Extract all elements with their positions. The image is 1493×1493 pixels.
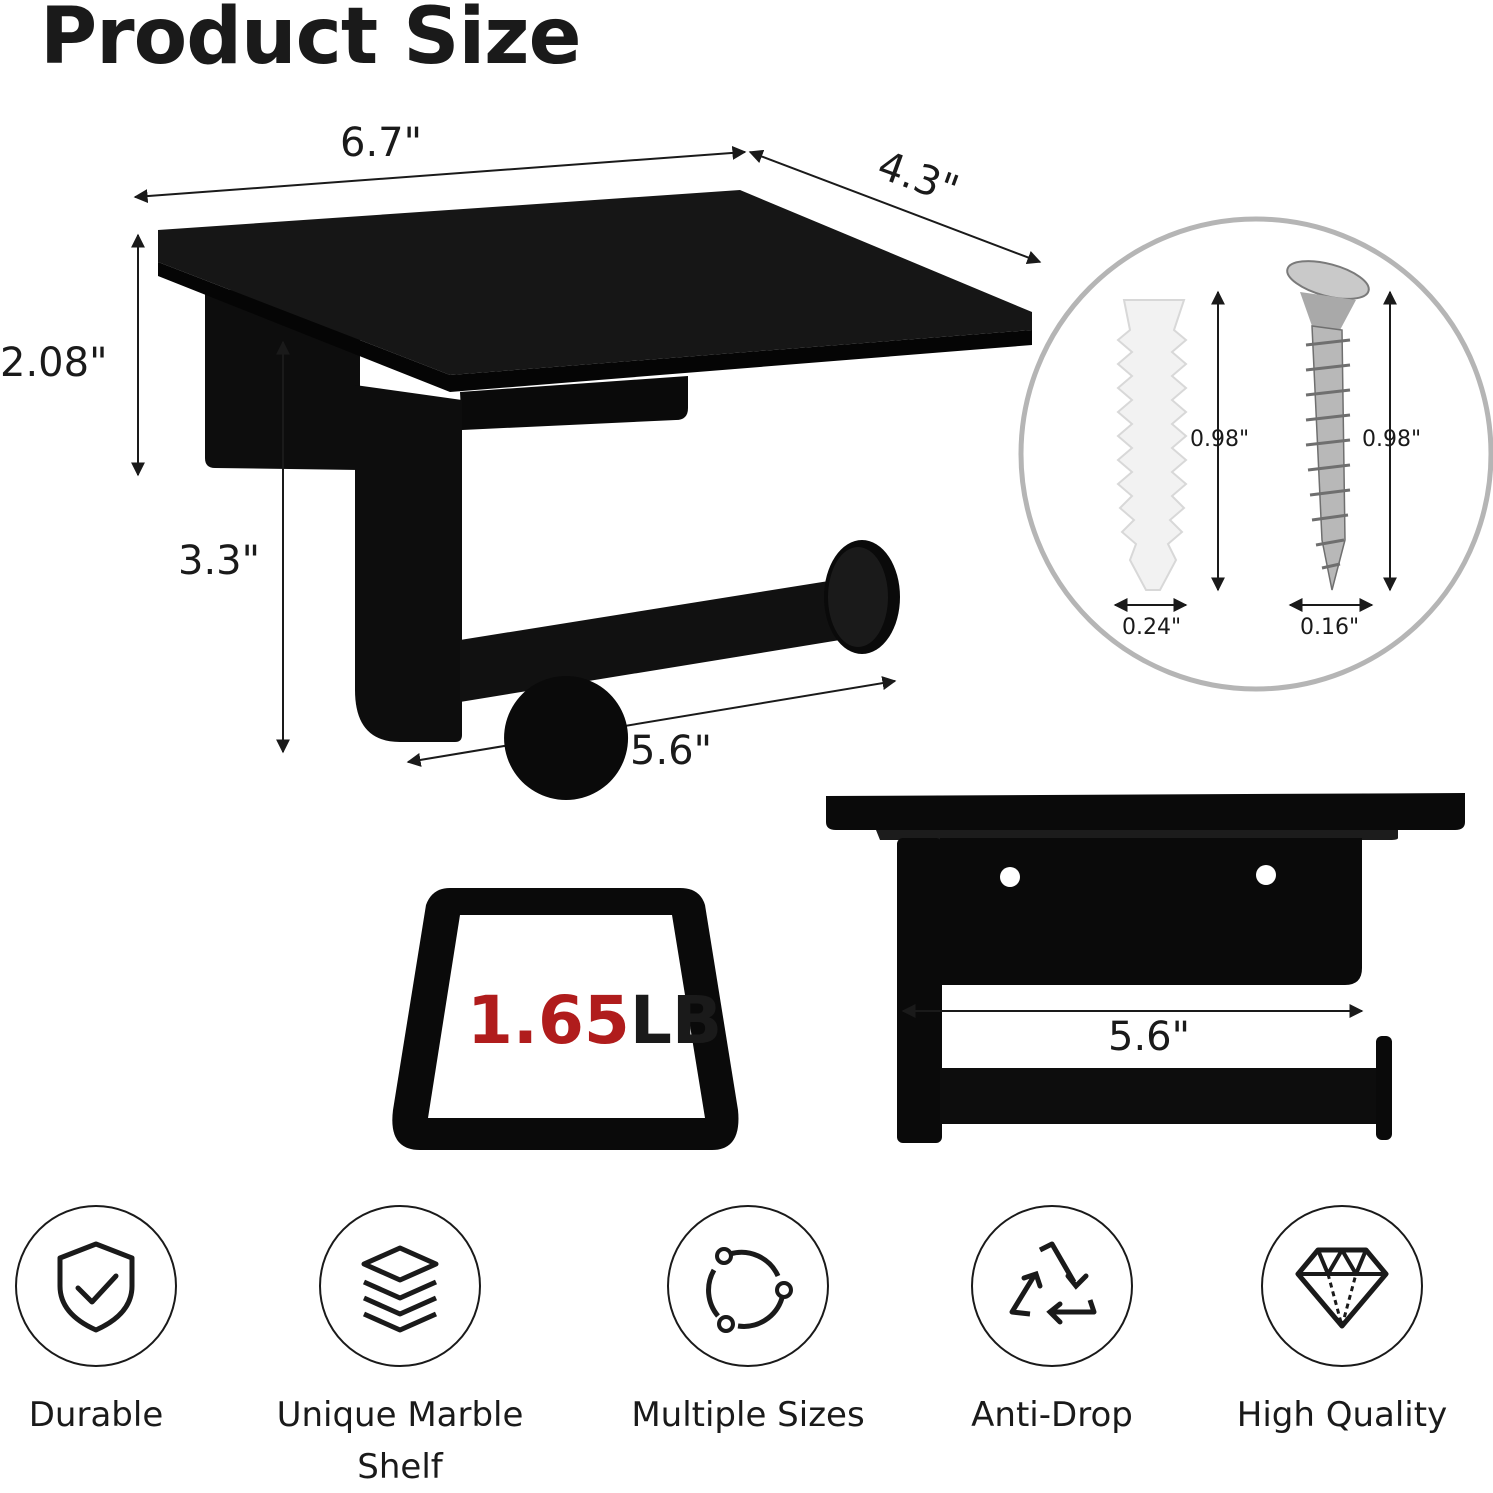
bar-length-label: 5.6" — [630, 728, 713, 774]
feature-label: Anti-Drop — [971, 1395, 1133, 1435]
shield-check-icon — [57, 1241, 135, 1333]
back-view — [826, 793, 1465, 1143]
anchor-width-label: 0.24" — [1122, 615, 1182, 640]
hardware-detail — [1018, 216, 1493, 692]
diamond-icon — [1295, 1247, 1389, 1332]
bar-length-dimension-line — [406, 676, 897, 767]
anchor-length-label: 0.98" — [1190, 427, 1250, 452]
screw — [1286, 260, 1370, 591]
holder-height-label: 3.3" — [178, 538, 261, 584]
feature-anti-drop: Anti-Drop — [902, 1205, 1202, 1441]
vertical-arm — [355, 385, 462, 742]
width-dimension-line — [133, 145, 747, 204]
back-bar-length-label: 5.6" — [1108, 1014, 1191, 1060]
feature-label: Multiple Sizes — [631, 1395, 865, 1435]
feature-ring — [15, 1205, 177, 1367]
layers-icon — [361, 1245, 439, 1333]
feature-ring — [667, 1205, 829, 1367]
roll-bar — [460, 540, 900, 702]
weight-readout: 1.65LB — [467, 982, 722, 1059]
weight-unit: LB — [629, 982, 723, 1059]
cycle-icon — [706, 1247, 793, 1333]
recycle-icon — [1009, 1241, 1097, 1325]
weight-icon — [392, 675, 739, 1150]
shelf-height-label: 2.08" — [0, 340, 108, 386]
feature-label: High Quality — [1236, 1395, 1448, 1435]
page-title: Product Size — [40, 0, 581, 82]
feature-ring — [971, 1205, 1133, 1367]
feature-label: Durable — [28, 1395, 164, 1435]
wall-anchor — [1116, 299, 1188, 591]
depth-dimension-line — [748, 149, 1042, 265]
weight-value: 1.65 — [467, 982, 630, 1059]
feature-durable: Durable — [0, 1205, 246, 1441]
screw-length-label: 0.98" — [1362, 427, 1422, 452]
screw-width-label: 0.16" — [1300, 615, 1360, 640]
feature-high-quality: High Quality — [1192, 1205, 1492, 1441]
feature-multiple-sizes: Multiple Sizes — [598, 1205, 898, 1441]
feature-marble-shelf: Unique Marble Shelf — [250, 1205, 550, 1493]
feature-ring — [319, 1205, 481, 1367]
top-width-label: 6.7" — [340, 120, 423, 166]
feature-label: Unique Marble Shelf — [276, 1395, 524, 1487]
feature-ring — [1261, 1205, 1423, 1367]
